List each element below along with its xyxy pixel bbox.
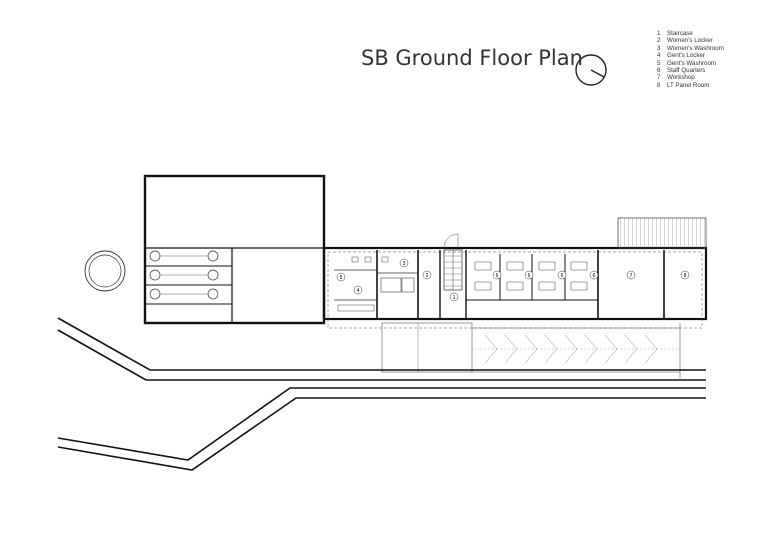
site-boundary <box>57 317 706 471</box>
svg-text:1: 1 <box>453 295 456 301</box>
plan-title: SB Ground Floor Plan <box>361 46 583 70</box>
room-tag: 8 <box>680 270 690 280</box>
svg-text:4: 4 <box>357 288 360 294</box>
room-tag: 2 <box>422 270 432 280</box>
room-tags: 1 2 3 4 5 6 6 6 6 7 8 <box>336 258 690 302</box>
room-tag: 6 <box>557 270 567 280</box>
svg-text:2: 2 <box>426 273 429 279</box>
svg-text:6: 6 <box>528 273 531 279</box>
svg-text:3: 3 <box>403 261 406 267</box>
room-tag: 3 <box>399 258 409 268</box>
svg-text:7: 7 <box>630 273 633 279</box>
room-tag: 5 <box>336 272 346 282</box>
room-tag: 4 <box>353 285 363 295</box>
room-tag: 6 <box>589 270 599 280</box>
ramp <box>381 322 681 378</box>
svg-text:8: 8 <box>684 273 687 279</box>
svg-text:6: 6 <box>496 273 499 279</box>
room-tag: 6 <box>492 270 502 280</box>
transformer-yard <box>617 217 707 249</box>
room-tag: 6 <box>524 270 534 280</box>
svg-text:6: 6 <box>593 273 596 279</box>
svg-text:6: 6 <box>561 273 564 279</box>
room-tag: 7 <box>626 270 636 280</box>
annex-block <box>143 174 326 325</box>
svg-text:5: 5 <box>340 275 343 281</box>
room-tag: 1 <box>449 292 459 302</box>
round-tank <box>84 250 126 292</box>
north-arrow-icon <box>575 54 607 86</box>
